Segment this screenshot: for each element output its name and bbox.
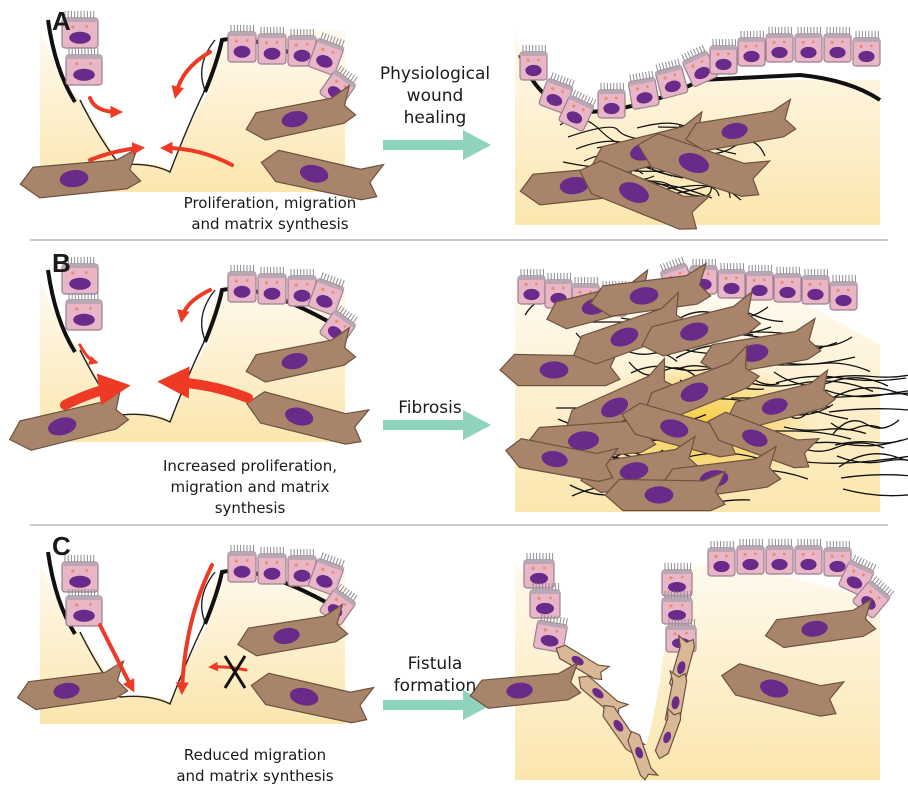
panel-b-process-line-1: Fibrosis [370, 397, 490, 419]
epithelial-cell [795, 539, 822, 574]
panel-b-caption: Increased proliferation, migration and m… [130, 456, 370, 519]
panel-b-caption-line-2: migration and matrix [130, 477, 370, 498]
epithelial-cell [66, 589, 102, 626]
process-arrow-healing [383, 130, 491, 160]
epithelial-cell [774, 267, 801, 302]
panel-divider-bc [30, 524, 888, 526]
epithelial-cell [520, 45, 547, 80]
epithelial-cell [738, 31, 765, 66]
epithelial-cell [627, 70, 660, 109]
panel-a-caption-line-1: Proliferation, migration [150, 193, 390, 214]
panel-c-caption-line-1: Reduced migration [145, 745, 365, 766]
panel-b-process-label: Fibrosis [370, 397, 490, 419]
epithelial-cell [524, 553, 554, 588]
panel-b-caption-line-3: synthesis [130, 498, 370, 519]
epithelial-cell [737, 539, 764, 574]
epithelial-cell [708, 541, 735, 576]
epithelial-cell [824, 27, 851, 62]
panel-c-process-line-2: formation [380, 675, 490, 697]
epithelial-cell [258, 547, 286, 584]
epithelial-cell [66, 293, 102, 330]
migration-arrow [90, 98, 118, 112]
panel-a-caption: Proliferation, migration and matrix synt… [150, 193, 390, 235]
epithelial-cell [228, 545, 256, 582]
epithelial-cell [718, 263, 745, 298]
epithelial-cell [258, 267, 286, 304]
panel-a-process-line-1: Physiological [370, 63, 500, 85]
panel-c-caption: Reduced migration and matrix synthesis [145, 745, 365, 787]
panel-a-process-label: Physiological wound healing [370, 63, 500, 129]
epithelial-cell [598, 83, 625, 118]
panel-a-caption-line-2: and matrix synthesis [150, 214, 390, 235]
panel-c-process-label: Fistula formation [380, 653, 490, 697]
epithelial-cell [518, 269, 545, 304]
epithelial-cell [766, 539, 793, 574]
panel-b-caption-line-1: Increased proliferation, [130, 456, 370, 477]
epithelial-cell [766, 27, 793, 62]
epithelial-cell [66, 48, 102, 85]
panel-a-process-line-2: wound [370, 85, 500, 107]
panel-c-process-line-1: Fistula [380, 653, 490, 675]
epithelial-cell [228, 265, 256, 302]
panel-divider-ab [30, 239, 888, 241]
panel-a-label: A [52, 6, 71, 37]
epithelial-cell [710, 39, 737, 74]
epithelial-cell [830, 275, 857, 310]
panel-c-caption-line-2: and matrix synthesis [145, 766, 365, 787]
panel-b-label: B [52, 248, 71, 279]
panel-c-label: C [52, 531, 71, 562]
epithelial-cell [795, 27, 822, 62]
epithelial-cell [802, 269, 829, 304]
panel-a-process-line-3: healing [370, 107, 500, 129]
epithelial-cell [853, 31, 880, 66]
